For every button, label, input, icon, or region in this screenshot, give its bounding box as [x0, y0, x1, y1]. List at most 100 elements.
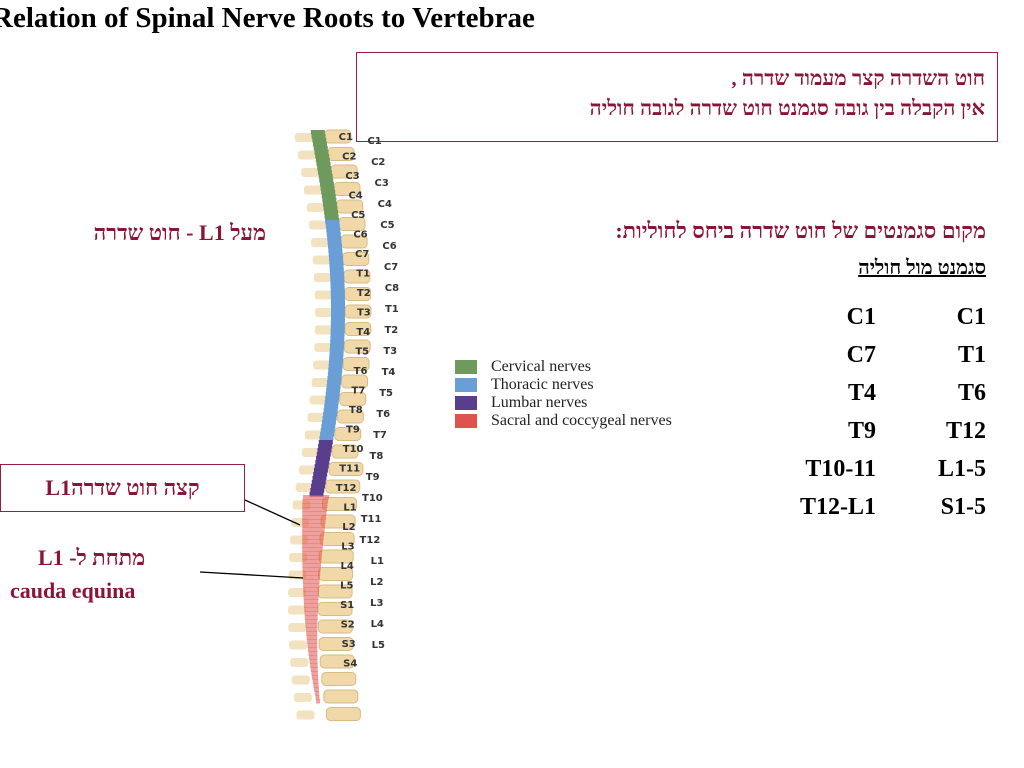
cord-segment: [309, 659, 318, 664]
cord-level-label: C2: [342, 152, 356, 163]
spinous-process: [306, 203, 325, 212]
cord-end-label: קצה חוט שדרהL1: [0, 464, 245, 512]
vertebra-level-label: T12: [360, 535, 381, 546]
cord-segment: [316, 452, 331, 457]
vertebra: [336, 409, 364, 424]
spinous-process: [304, 185, 322, 195]
spinous-process: [304, 430, 323, 440]
cord-segment: [302, 559, 322, 564]
cord-segment: [313, 142, 328, 147]
cord-level-label: C6: [353, 230, 367, 241]
spinous-process: [288, 605, 307, 615]
legend-label: Sacral and coccygeal nerves: [491, 412, 672, 429]
cord-segment: [330, 324, 345, 329]
cord-segment: [302, 571, 321, 576]
below-l1-label: מתחת ל- L1: [38, 545, 146, 570]
cord-level-label: T4: [356, 327, 370, 338]
cord-segment: [329, 344, 344, 349]
spinous-process: [291, 675, 310, 685]
cord-segment: [303, 591, 319, 596]
cord-segment: [324, 214, 339, 219]
vertebra-level-label: C6: [382, 241, 396, 252]
cord-segment: [314, 464, 329, 469]
cord-segment: [323, 408, 338, 413]
spinous-process: [288, 623, 307, 632]
cord-segment: [311, 675, 319, 680]
vertebra-level-label: C3: [375, 178, 389, 189]
cord-segment: [325, 396, 340, 401]
nerve-legend: Cervical nerves Thoracic nerves Lumbar n…: [455, 358, 672, 430]
vertebra-cell: S1-5: [940, 494, 986, 520]
cord-segment: [302, 531, 325, 536]
cord-level-label: T3: [357, 308, 371, 319]
cord-segment: [302, 539, 324, 544]
cord-segment: [302, 547, 323, 552]
cord-segment: [328, 364, 343, 369]
cord-segment: [328, 360, 343, 365]
cord-segment: [320, 186, 335, 191]
vertebra: [317, 619, 353, 634]
cord-segment: [305, 627, 318, 632]
note-line-1: חוט השדרה קצר מעמוד שדרה ,: [731, 66, 985, 90]
vertebra-level-label: T4: [382, 367, 396, 378]
spinous-process: [314, 290, 333, 300]
spinous-process: [311, 378, 330, 387]
cord-segment: [330, 296, 345, 301]
cord-segment: [326, 232, 341, 237]
cord-segment: [307, 647, 318, 652]
legend-label: Lumbar nerves: [491, 394, 588, 411]
cord-segment: [302, 499, 329, 504]
vertebra-level-label: C1: [367, 136, 381, 147]
cord-segment: [325, 392, 340, 397]
cord-segment: [317, 448, 332, 453]
legend-item: Cervical nerves: [455, 358, 672, 376]
cord-segment: [325, 220, 340, 225]
vertebra-level-label: L2: [370, 577, 383, 588]
cord-segment: [322, 202, 337, 207]
vertebra: [325, 707, 361, 721]
vertebra: [341, 374, 369, 389]
segment-cell: T12-L1: [799, 494, 876, 520]
cord-segment: [323, 412, 338, 417]
vertebra-level-label: T3: [383, 346, 397, 357]
vertebra-level-label: C2: [371, 157, 385, 168]
cord-level-label: C1: [339, 132, 353, 143]
cord-segment: [319, 182, 334, 187]
vertebra-level-label: T8: [370, 451, 384, 462]
cord-segment: [309, 492, 324, 497]
cord-segment: [313, 146, 328, 151]
cord-segment: [318, 440, 333, 445]
cord-segment: [316, 699, 321, 704]
spinous-process: [314, 308, 333, 317]
cord-segment: [329, 348, 344, 353]
vertebrae-group: [288, 129, 372, 721]
cord-segment: [327, 244, 342, 249]
vertebra-level-label: T2: [384, 325, 398, 336]
cord-segment: [329, 352, 344, 357]
vertebra-level-label: T6: [376, 409, 390, 420]
cord-segment: [326, 228, 341, 233]
vertebra: [321, 672, 357, 686]
cord-segment: [324, 404, 339, 409]
cord-segment: [317, 166, 332, 171]
cord-segment: [311, 480, 326, 485]
above-l1-label: מעל L1 - חוט שדרה: [93, 220, 266, 245]
vertebra: [344, 322, 372, 336]
vertebra-level-label: C7: [384, 262, 398, 273]
legend-swatch: [455, 360, 477, 374]
cord-segment: [303, 587, 320, 592]
cord-segment: [302, 507, 327, 512]
vertebra-level-label: T9: [366, 472, 380, 483]
vertebra: [323, 689, 359, 704]
cord-segment: [328, 368, 343, 373]
legend-swatch: [455, 414, 477, 428]
spinous-process: [296, 710, 315, 720]
cord-segment: [302, 511, 327, 516]
cord-segment: [330, 332, 345, 337]
table-row: T12-L1 S1-5: [766, 488, 986, 526]
vertebra: [318, 637, 354, 651]
